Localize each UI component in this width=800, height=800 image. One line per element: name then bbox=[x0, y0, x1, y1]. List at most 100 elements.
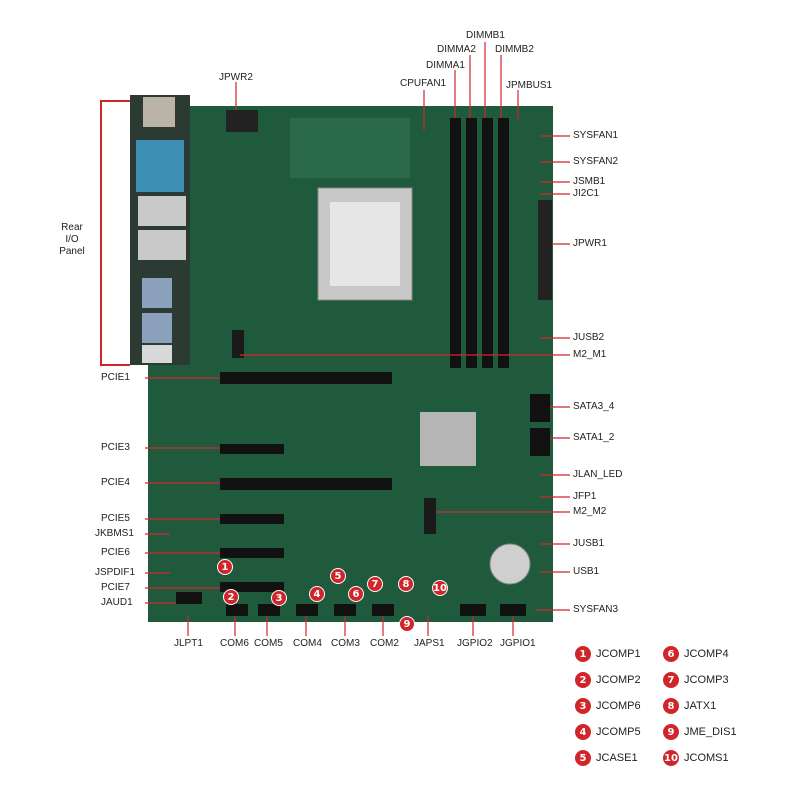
label-cpufan1: CPUFAN1 bbox=[400, 78, 446, 90]
pcie1-slot bbox=[220, 372, 392, 384]
label-m2-m1: M2_M1 bbox=[573, 349, 606, 361]
pin-8: 8 bbox=[398, 576, 414, 592]
legend-badge-2: 2 bbox=[575, 672, 591, 688]
pin-7: 7 bbox=[367, 576, 383, 592]
pin-10: 10 bbox=[432, 580, 448, 596]
pcie5-slot bbox=[220, 514, 284, 524]
legend-label-3: JCOMP6 bbox=[596, 700, 641, 712]
label-sata1-2: SATA1_2 bbox=[573, 432, 614, 444]
cmos-battery bbox=[490, 544, 530, 584]
legend-badge-5: 5 bbox=[575, 750, 591, 766]
label-dimma2: DIMMA2 bbox=[437, 44, 476, 56]
label-pcie4: PCIE4 bbox=[101, 477, 130, 489]
label-pcie7: PCIE7 bbox=[101, 582, 130, 594]
label-com3: COM3 bbox=[331, 638, 360, 650]
label-jusb1: JUSB1 bbox=[573, 538, 604, 550]
label-dimmb2: DIMMB2 bbox=[495, 44, 534, 56]
label-pcie5: PCIE5 bbox=[101, 513, 130, 525]
legend-item-7: 7 JCOMP3 bbox=[663, 672, 729, 688]
label-pcie3: PCIE3 bbox=[101, 442, 130, 454]
com3-header bbox=[334, 604, 356, 616]
pin-3: 3 bbox=[271, 590, 287, 606]
chipset-heatsink bbox=[420, 412, 476, 466]
label-m2-m2: M2_M2 bbox=[573, 506, 606, 518]
label-jgpio1: JGPIO1 bbox=[500, 638, 536, 650]
label-sysfan1: SYSFAN1 bbox=[573, 130, 618, 142]
label-japs1: JAPS1 bbox=[414, 638, 445, 650]
legend-label-8: JATX1 bbox=[684, 700, 716, 712]
label-sysfan3: SYSFAN3 bbox=[573, 604, 618, 616]
jgpio1-header bbox=[500, 604, 526, 616]
pcie3-slot bbox=[220, 444, 284, 454]
label-usb1: USB1 bbox=[573, 566, 599, 578]
label-pcie6: PCIE6 bbox=[101, 547, 130, 559]
label-jfp1: JFP1 bbox=[573, 491, 596, 503]
legend-item-10: 10 JCOMS1 bbox=[663, 750, 729, 766]
legend-label-6: JCOMP4 bbox=[684, 648, 729, 660]
legend-badge-6: 6 bbox=[663, 646, 679, 662]
legend-badge-10: 10 bbox=[663, 750, 679, 766]
jlpt1-header bbox=[176, 592, 202, 604]
rear-io-bracket bbox=[100, 100, 130, 366]
legend-label-9: JME_DIS1 bbox=[684, 726, 737, 738]
legend-item-5: 5 JCASE1 bbox=[575, 750, 638, 766]
jgpio2-header bbox=[460, 604, 486, 616]
pin-1: 1 bbox=[217, 559, 233, 575]
legend-badge-7: 7 bbox=[663, 672, 679, 688]
label-jspdif1: JSPDIF1 bbox=[95, 567, 135, 579]
dimm-slot-a2 bbox=[466, 118, 477, 368]
label-com2: COM2 bbox=[370, 638, 399, 650]
io-usb-block-2 bbox=[142, 278, 172, 308]
io-audio-block bbox=[142, 345, 172, 363]
cpu-socket-inner bbox=[330, 202, 400, 286]
label-jpmbus1: JPMBUS1 bbox=[506, 80, 552, 92]
pcie6-slot bbox=[220, 548, 284, 558]
io-lan-port-2 bbox=[138, 230, 186, 260]
legend-label-1: JCOMP1 bbox=[596, 648, 641, 660]
legend-item-6: 6 JCOMP4 bbox=[663, 646, 729, 662]
com6-header bbox=[226, 604, 248, 616]
label-com4: COM4 bbox=[293, 638, 322, 650]
io-usb-block-3 bbox=[142, 313, 172, 343]
legend-badge-1: 1 bbox=[575, 646, 591, 662]
dimm-slot-b1 bbox=[482, 118, 493, 368]
pcie4-slot bbox=[220, 478, 392, 490]
power-connector-jpwr1 bbox=[538, 200, 552, 300]
label-jlpt1: JLPT1 bbox=[174, 638, 203, 650]
dimm-slot-a1 bbox=[450, 118, 461, 368]
io-usb-block-1 bbox=[143, 97, 175, 127]
label-ji2c1: JI2C1 bbox=[573, 188, 599, 200]
m2-m2-slot bbox=[424, 498, 436, 534]
sata-1-2-port bbox=[530, 428, 550, 456]
com4-header bbox=[296, 604, 318, 616]
legend-item-4: 4 JCOMP5 bbox=[575, 724, 641, 740]
label-jpwr2: JPWR2 bbox=[219, 72, 253, 84]
io-vga-port bbox=[136, 140, 184, 192]
legend-item-1: 1 JCOMP1 bbox=[575, 646, 641, 662]
legend-label-5: JCASE1 bbox=[596, 752, 638, 764]
io-lan-port-1 bbox=[138, 196, 186, 226]
pin-2: 2 bbox=[223, 589, 239, 605]
legend-item-9: 9 JME_DIS1 bbox=[663, 724, 737, 740]
legend-badge-9: 9 bbox=[663, 724, 679, 740]
m2-m1-slot bbox=[232, 330, 244, 358]
legend-label-2: JCOMP2 bbox=[596, 674, 641, 686]
pin-9: 9 bbox=[399, 616, 415, 632]
label-com5: COM5 bbox=[254, 638, 283, 650]
pin-6: 6 bbox=[348, 586, 364, 602]
com2-header bbox=[372, 604, 394, 616]
label-jpwr1: JPWR1 bbox=[573, 238, 607, 250]
legend-badge-3: 3 bbox=[575, 698, 591, 714]
legend-badge-8: 8 bbox=[663, 698, 679, 714]
legend-label-7: JCOMP3 bbox=[684, 674, 729, 686]
rear-io-label-line1: Rear bbox=[61, 222, 83, 233]
label-jusb2: JUSB2 bbox=[573, 332, 604, 344]
label-com6: COM6 bbox=[220, 638, 249, 650]
legend-item-8: 8 JATX1 bbox=[663, 698, 716, 714]
label-sata3-4: SATA3_4 bbox=[573, 401, 614, 413]
label-dimma1: DIMMA1 bbox=[426, 60, 465, 72]
label-pcie1: PCIE1 bbox=[101, 372, 130, 384]
dimm-slot-b2 bbox=[498, 118, 509, 368]
power-connector-jpwr2 bbox=[226, 110, 258, 132]
